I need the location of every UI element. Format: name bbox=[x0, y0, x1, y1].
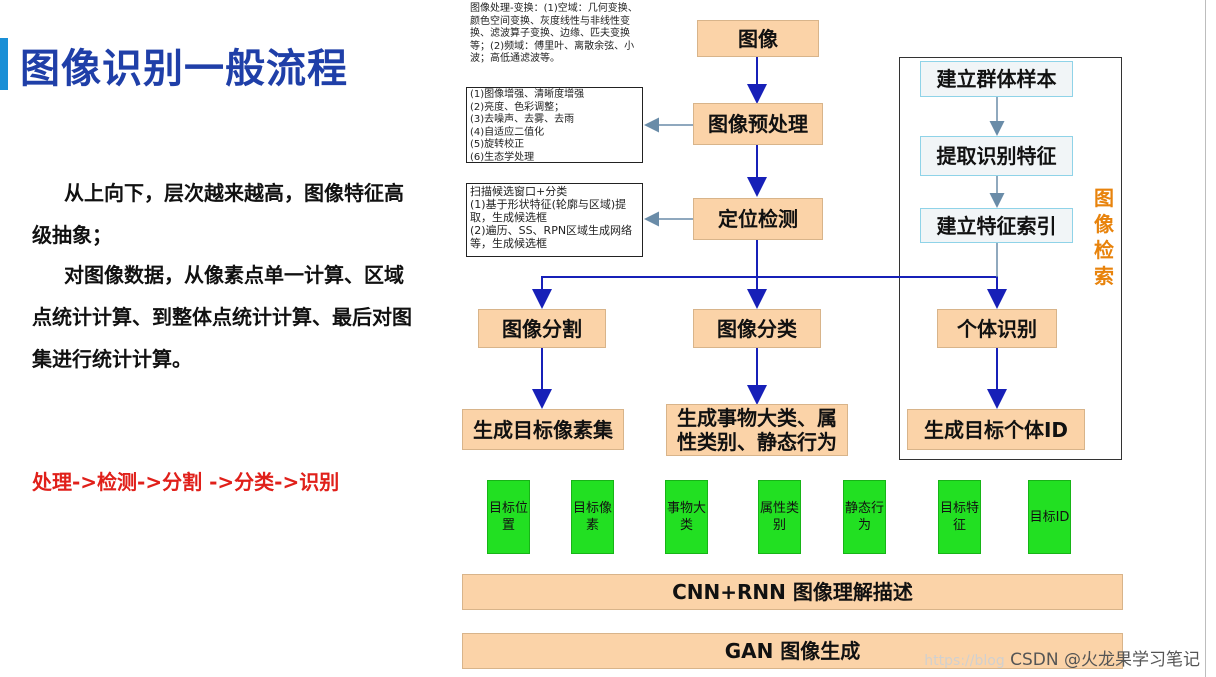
bar-cnn-rnn-description: CNN+RNN 图像理解描述 bbox=[462, 574, 1123, 610]
preprocess-note-line: (6)生态学处理 bbox=[470, 151, 535, 163]
preprocess-note-line: (2)亮度、色彩调整； bbox=[470, 101, 565, 113]
preprocess-note-line: (5)旋转校正 bbox=[470, 139, 525, 151]
output-object-category: 事物大类 bbox=[665, 480, 708, 554]
retrieval-step-build-index: 建立特征索引 bbox=[920, 208, 1073, 243]
detect-note-line: (2)遍历、SS、RPN区域生成网络等，生成候选框 bbox=[470, 224, 633, 250]
output-target-pixels: 目标像素 bbox=[571, 480, 614, 554]
arrow-to-individual bbox=[757, 276, 1007, 309]
paragraph-1-text: 从上向下，层次越来越高，图像特征高级抽象； bbox=[32, 181, 404, 247]
image-retrieval-frame bbox=[899, 57, 1122, 460]
node-locate-detect: 定位检测 bbox=[693, 198, 823, 240]
node-image: 图像 bbox=[697, 20, 819, 57]
arrow-to-segment bbox=[532, 276, 757, 309]
node-segment: 图像分割 bbox=[478, 309, 606, 348]
retrieval-step-extract-features: 提取识别特征 bbox=[920, 136, 1073, 176]
output-target-features: 目标特征 bbox=[938, 480, 981, 554]
transform-note: 图像处理-变换：(1)空域：几何变换、颜色空间变换、灰度线性与非线性变换、滤波算… bbox=[470, 3, 638, 64]
output-target-id: 目标ID bbox=[1028, 480, 1071, 554]
watermark: https://blog CSDN @火龙果学习笔记 bbox=[924, 645, 1200, 670]
watermark-text: CSDN @火龙果学习笔记 bbox=[1010, 650, 1200, 670]
node-preprocess: 图像预处理 bbox=[693, 103, 823, 145]
title-accent-bar bbox=[0, 38, 8, 90]
output-static-behavior: 静态行为 bbox=[843, 480, 886, 554]
node-individual-output: 生成目标个体ID bbox=[907, 409, 1085, 450]
slide-right-edge bbox=[1205, 0, 1206, 677]
retrieval-step-build-samples: 建立群体样本 bbox=[920, 61, 1073, 97]
description-paragraph-1: 从上向下，层次越来越高，图像特征高级抽象； bbox=[32, 172, 412, 256]
preprocess-note-line: (1)图像增强、清晰度增强 bbox=[470, 89, 585, 100]
watermark-faint-url: https://blog bbox=[924, 653, 1005, 669]
bar-gan-generation: GAN 图像生成 bbox=[462, 633, 1123, 669]
image-retrieval-label: 图像检索 bbox=[1094, 186, 1114, 288]
output-attribute-class: 属性类别 bbox=[758, 480, 801, 554]
description-paragraph-2: 对图像数据，从像素点单一计算、区域点统计计算、到整体点统计计算、最后对图集进行统… bbox=[32, 254, 412, 380]
preprocess-note-line: (3)去噪声、去雾、去雨 bbox=[470, 114, 575, 126]
paragraph-2-text: 对图像数据，从像素点单一计算、区域点统计计算、到整体点统计计算、最后对图集进行统… bbox=[32, 263, 412, 371]
node-individual-recognition: 个体识别 bbox=[937, 309, 1057, 348]
preprocess-note-box: (1)图像增强、清晰度增强 (2)亮度、色彩调整； (3)去噪声、去雾、去雨 (… bbox=[466, 87, 643, 163]
process-flow-text: 处理->检测->分割 ->分类->识别 bbox=[32, 470, 340, 494]
node-segment-output: 生成目标像素集 bbox=[462, 409, 624, 450]
node-classify: 图像分类 bbox=[693, 309, 821, 348]
output-target-position: 目标位置 bbox=[487, 480, 530, 554]
detect-note-line: (1)基于形状特征(轮廓与区域)提取，生成候选框 bbox=[470, 198, 627, 224]
detect-note-box: 扫描候选窗口+分类 (1)基于形状特征(轮廓与区域)提取，生成候选框 (2)遍历… bbox=[466, 183, 643, 257]
node-classify-output: 生成事物大类、属性类别、静态行为 bbox=[666, 404, 848, 456]
preprocess-note-line: (4)自适应二值化 bbox=[470, 126, 545, 138]
page-title: 图像识别一般流程 bbox=[20, 46, 348, 92]
detect-note-line: 扫描候选窗口+分类 bbox=[470, 185, 568, 198]
